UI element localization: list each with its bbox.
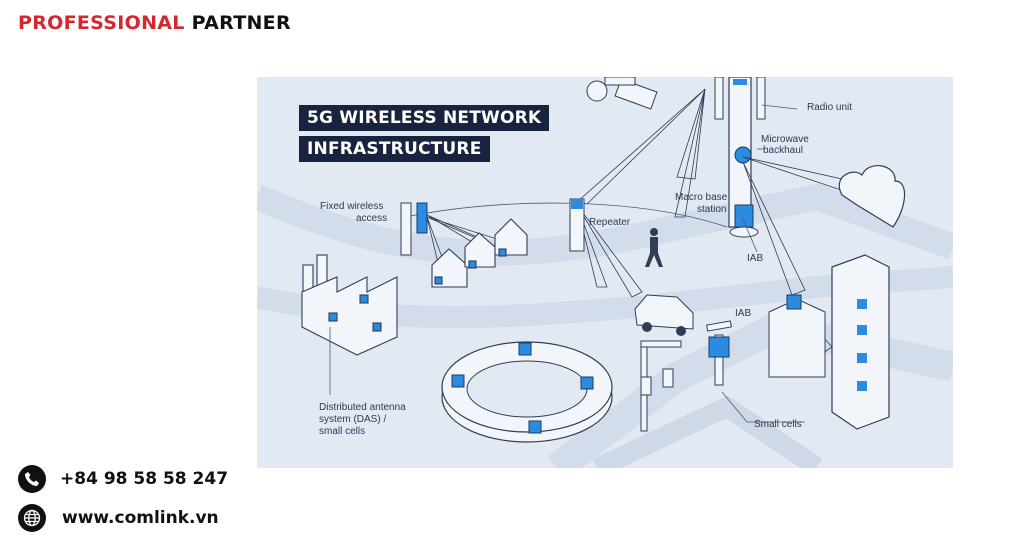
contact-website[interactable]: www.comlink.vn <box>18 503 219 533</box>
phone-icon <box>18 465 46 493</box>
phone-number: +84 98 58 58 247 <box>60 469 229 489</box>
website-url: www.comlink.vn <box>62 508 219 528</box>
contact-phone[interactable]: +84 98 58 58 247 <box>18 464 228 494</box>
network-infographic: 5G WIRELESS NETWORK INFRASTRUCTURE Radio… <box>257 77 953 468</box>
car <box>634 294 694 336</box>
label-small-cells: Small cells <box>754 419 802 430</box>
label-macro-1: Macro base <box>675 192 728 203</box>
label-das-3: small cells <box>319 426 366 437</box>
figure-title-line2: INFRASTRUCTURE <box>299 136 490 162</box>
globe-icon <box>18 504 46 532</box>
houses <box>431 218 528 288</box>
brand-word-professional: PROFESSIONAL <box>18 12 185 34</box>
skyscraper <box>831 254 890 430</box>
fwa-antenna <box>416 202 428 234</box>
brand-title: PROFESSIONAL PARTNER <box>18 12 291 34</box>
label-iab-1: IAB <box>747 253 764 264</box>
cloud-icon <box>838 165 906 228</box>
label-radio-unit: Radio unit <box>807 102 853 113</box>
label-microwave-2: backhaul <box>763 145 804 156</box>
leader-lines <box>329 104 805 423</box>
label-das-1: Distributed antenna <box>319 402 406 413</box>
label-fixed-wireless-2: access <box>356 213 388 224</box>
repeater-unit <box>571 199 583 209</box>
office-building <box>768 294 826 378</box>
label-fixed-wireless-1: Fixed wireless <box>320 201 384 212</box>
figure-title-line1: 5G WIRELESS NETWORK <box>299 105 550 131</box>
label-macro-2: station <box>697 204 727 215</box>
small-cell-poles <box>640 320 732 432</box>
label-repeater: Repeater <box>589 217 631 228</box>
infographic-drawing <box>257 77 953 468</box>
fwa-pole <box>400 202 412 256</box>
brand-word-partner: PARTNER <box>191 12 291 34</box>
stadium <box>441 341 613 443</box>
pedestrian <box>645 228 663 267</box>
label-microwave-1: Microwave <box>761 134 809 145</box>
label-das-2: system (DAS) / <box>319 414 387 425</box>
satellite <box>586 77 658 110</box>
factory <box>301 254 398 356</box>
label-iab-2: IAB <box>735 308 752 319</box>
